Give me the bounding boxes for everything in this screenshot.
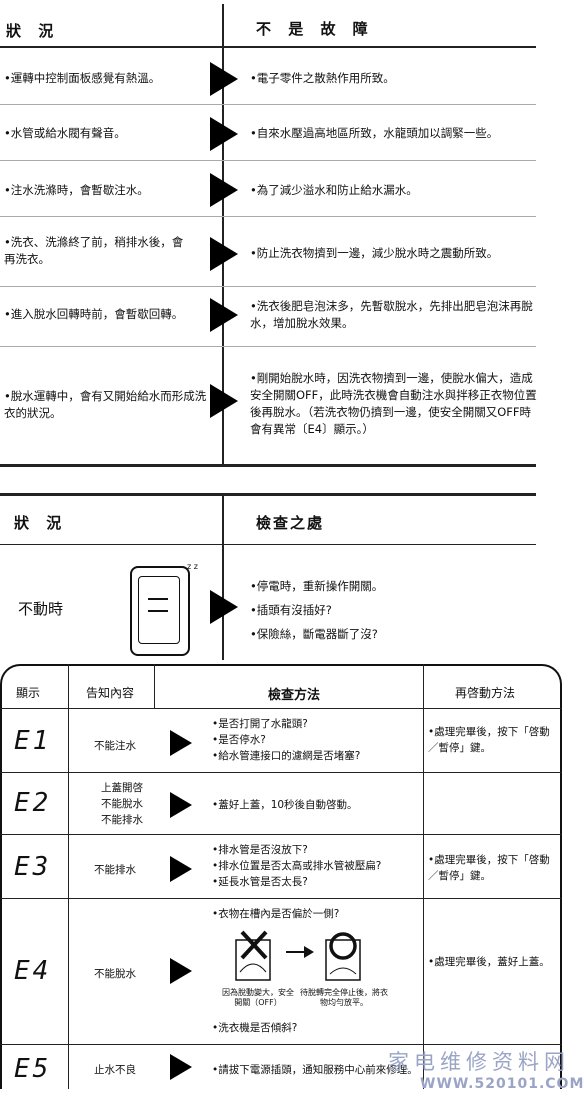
error-code-e1: E1 xyxy=(14,726,52,756)
table3-col-divider xyxy=(423,664,424,1089)
correct-circle-icon xyxy=(329,932,357,960)
table3-row-rule xyxy=(0,834,562,835)
table3-col-restart: 再啓動方法 xyxy=(455,686,516,700)
table1-row6-status: •脫水運轉中，會有又開始給水而形成洗衣的狀況。 xyxy=(4,389,207,420)
table2-status: 不動時 xyxy=(18,600,64,618)
table1-row-rule xyxy=(0,160,536,161)
table3-col-method: 檢查方法 xyxy=(268,688,321,703)
arrow-icon xyxy=(210,62,238,96)
table3-row-rule xyxy=(0,898,562,899)
e2-content: 上蓋開啓 不能脫水 不能排水 xyxy=(101,782,143,826)
table1-row2-reason: •自來水壓過高地區所致，水龍頭加以調緊一些。 xyxy=(250,126,499,140)
table1-row3-status: •注水洗滌時，會暫歇注水。 xyxy=(4,183,149,197)
e1-check-3: •給水管連接口的濾網是否堵塞? xyxy=(212,750,361,762)
table3-header-rule xyxy=(0,708,562,709)
arrow-icon xyxy=(210,237,238,271)
sleep-zz-icon: z z xyxy=(187,562,198,571)
error-code-e2: E2 xyxy=(14,788,52,818)
table2-check-2: •插頭有沒插好? xyxy=(250,603,332,617)
e5-content: 止水不良 xyxy=(94,1064,136,1076)
e1-checks: •是否打開了水龍頭? •是否停水? •給水管連接口的濾網是否堵塞? xyxy=(212,716,422,764)
table2-header-rule xyxy=(0,544,536,545)
e1-restart: •處理完畢後，按下「啓動／暫停」鍵。 xyxy=(428,726,550,754)
table1-row1-reason: •電子零件之散熱作用所致。 xyxy=(250,71,395,85)
e3-content: 不能排水 xyxy=(94,864,136,876)
table3-col-divider xyxy=(68,664,69,1089)
error-code-e4: E4 xyxy=(14,956,52,986)
table1-divider xyxy=(222,4,224,466)
e5-check-1: •請拔下電源插頭，通知服務中心前來修理。 xyxy=(212,1064,418,1076)
e1-check-1: •是否打開了水龍頭? xyxy=(212,718,308,730)
table2-col-check: 檢查之處 xyxy=(256,514,325,532)
table3-row-rule xyxy=(0,772,562,773)
arrow-icon xyxy=(170,1054,192,1080)
table1-row4-reason: •防止洗衣物擠到一邊，減少脫水時之震動所致。 xyxy=(250,246,499,260)
table1-row-rule xyxy=(0,216,536,217)
table3-frame xyxy=(0,664,562,1089)
arrow-icon xyxy=(210,384,238,418)
arrow-icon xyxy=(170,856,192,882)
table1-row6-reason: •剛開始脫水時，因洗衣物擠到一邊，使脫水偏大，造成安全開關OFF，此時洗衣機會自… xyxy=(250,371,537,436)
table1-col-fault: 不 是 故 障 xyxy=(256,20,374,38)
table1-col-status: 狀 況 xyxy=(6,22,60,40)
arrow-icon xyxy=(210,590,238,624)
table3-col-display: 顯示 xyxy=(16,686,41,700)
error-code-e3: E3 xyxy=(14,852,52,882)
table1-bottom-rule xyxy=(0,464,536,467)
arrow-icon xyxy=(170,792,192,818)
e3-restart: •處理完畢後，按下「啓動／暫停」鍵。 xyxy=(428,854,550,882)
table2-checks: •停電時，重新操作開關。 •插頭有沒插好? •保險絲，斷電器斷了沒? xyxy=(250,574,530,646)
e4-check-1: •衣物在槽內是否偏於一側? xyxy=(212,908,340,920)
table3-row-rule xyxy=(0,1044,562,1045)
arrow-icon xyxy=(210,117,238,151)
table1-row5-reason: •洗衣後肥皂泡沫多，先暫歇脫水，先排出肥皂泡沫再脫水，增加脫水效果。 xyxy=(250,299,533,330)
table3-col-divider xyxy=(154,664,155,709)
e4-caption-right: 待脫轉完全停止後，將衣物均勻放平。 xyxy=(300,988,388,1007)
arrow-icon xyxy=(170,958,192,984)
table1-header-rule xyxy=(0,46,536,48)
e4-caption-left: 因為脫動變大，安全開關（OFF） xyxy=(222,988,294,1007)
table2-divider xyxy=(222,495,224,660)
table1-row5-status: •進入脫水回轉時前，會暫歇回轉。 xyxy=(4,307,184,321)
table1-row-rule xyxy=(0,346,536,347)
e4-illustration xyxy=(235,930,361,981)
table1-row3-reason: •為了減少溢水和防止給水漏水。 xyxy=(250,183,418,197)
arrow-icon xyxy=(210,173,238,207)
e4-restart: •處理完畢後，蓋好上蓋。 xyxy=(428,956,550,968)
e3-check-2: •排水位置是否太高或排水管被壓扁? xyxy=(212,860,382,872)
e3-check-3: •延長水管是否太長? xyxy=(212,876,308,888)
washing-machine-icon xyxy=(130,566,190,656)
table2-check-3: •保險絲，斷電器斷了沒? xyxy=(250,627,378,641)
e1-content: 不能注水 xyxy=(94,740,136,752)
e4-check-2: •洗衣機是否傾斜? xyxy=(212,1022,298,1034)
e3-check-1: •排水管是否沒放下? xyxy=(212,844,308,856)
table2-top-rule xyxy=(0,493,536,496)
e1-check-2: •是否停水? xyxy=(212,734,266,746)
e3-checks: •排水管是否沒放下? •排水位置是否太高或排水管被壓扁? •延長水管是否太長? xyxy=(212,842,422,890)
table1-row1-status: •運轉中控制面板感覺有熱溫。 xyxy=(4,71,161,85)
table3-col-content: 告知內容 xyxy=(86,686,135,700)
e2-check-1: •蓋好上蓋，10秒後自動啓動。 xyxy=(212,799,358,811)
table2-check-1: •停電時，重新操作開關。 xyxy=(250,579,384,593)
e4-content: 不能脫水 xyxy=(94,968,136,980)
watermark-title: 家电维修资料网 xyxy=(388,1050,570,1074)
table1-row-rule xyxy=(0,104,536,105)
arrow-icon xyxy=(210,298,238,332)
table1-row2-status: •水管或給水閥有聲音。 xyxy=(4,126,126,140)
watermark-url: WWW.520101.COM xyxy=(420,1076,584,1092)
error-code-e5: E5 xyxy=(14,1054,52,1084)
table1-row-rule xyxy=(0,286,536,287)
table2-col-status: 狀 況 xyxy=(14,514,68,532)
arrow-icon xyxy=(170,730,192,756)
table1-row4-status: •洗衣、洗滌終了前，稍排水後，會再洗衣。 xyxy=(4,235,184,266)
